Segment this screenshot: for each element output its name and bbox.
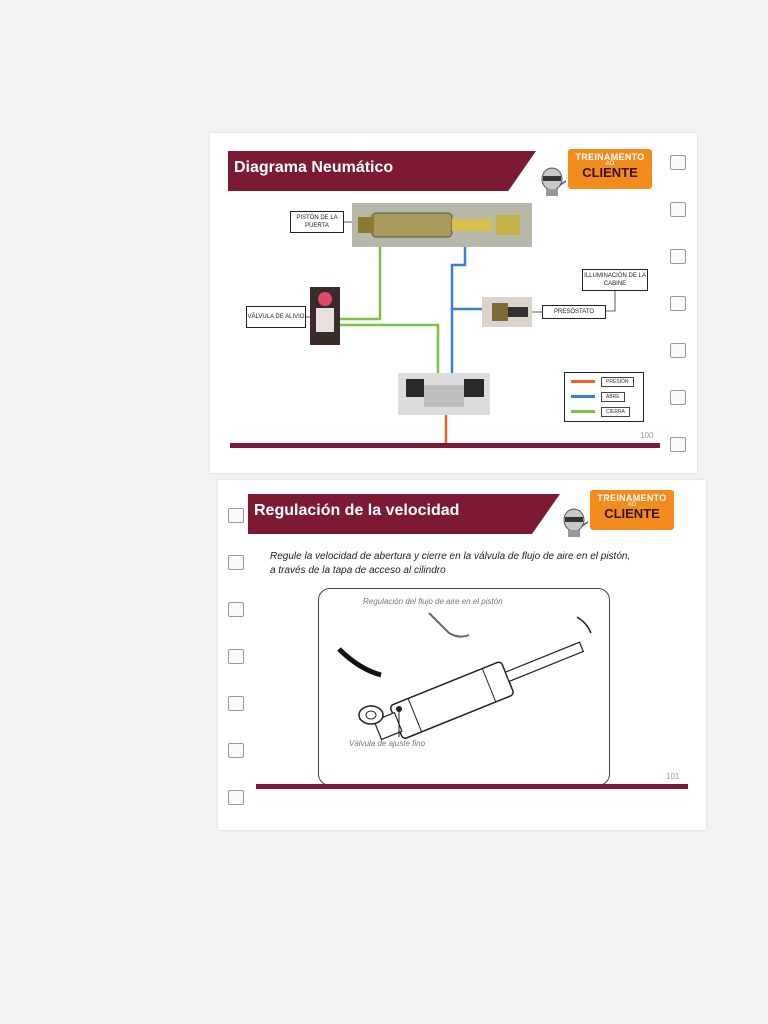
footer-line	[256, 784, 688, 789]
legend-item: PRESIÓN	[565, 375, 643, 388]
figure-label-bottom: Válvula de ajuste fino	[349, 739, 426, 748]
cylinder-drawing	[337, 612, 592, 741]
cylinder-figure: Regulación del flujo de aire en el pistó…	[318, 588, 610, 786]
logo-badge: TREINAMENTO AO CLIENTE	[590, 490, 674, 530]
page-number: 101	[666, 772, 680, 781]
slide-pneumatic-diagram: Diagrama Neumático TREINAMENTO AO CLIENT…	[210, 133, 697, 473]
page-title: Diagrama Neumático	[228, 151, 536, 191]
label-pressure-switch: PRESÓSTATO	[542, 305, 606, 319]
training-logo: TREINAMENTO AO CLIENTE	[562, 490, 674, 542]
figure-label-top: Regulación del flujo de aire en el pistó…	[363, 597, 503, 606]
pneumatic-diagram	[306, 203, 616, 445]
binder-tabs	[228, 508, 244, 837]
label-relief-valve: VÁLVULA DE ALIVIO	[246, 306, 306, 328]
slide-speed-regulation: Regulación de la velocidad TREINAMENTO A…	[218, 480, 706, 830]
legend-item: ABRE	[565, 390, 643, 403]
logo-badge: TREINAMENTO AO CLIENTE	[568, 149, 652, 189]
mascot-icon	[541, 167, 566, 196]
mascot-icon	[563, 508, 588, 537]
diagram-legend: PRESIÓN ABRE CIERRA	[564, 372, 644, 422]
binder-tabs	[670, 155, 686, 484]
label-cabin-lighting: ILLUMINACIÓN DE LA CABINE	[582, 269, 648, 291]
page-number: 100	[640, 431, 654, 440]
footer-line	[230, 443, 660, 448]
training-logo: TREINAMENTO AO CLIENTE	[540, 149, 652, 201]
instruction-text: Regule la velocidad de abertura y cierre…	[270, 551, 631, 576]
legend-item: CIERRA	[565, 405, 643, 418]
label-piston: PISTÓN DE LA PUERTA	[290, 211, 344, 233]
page-title: Regulación de la velocidad	[248, 494, 560, 534]
